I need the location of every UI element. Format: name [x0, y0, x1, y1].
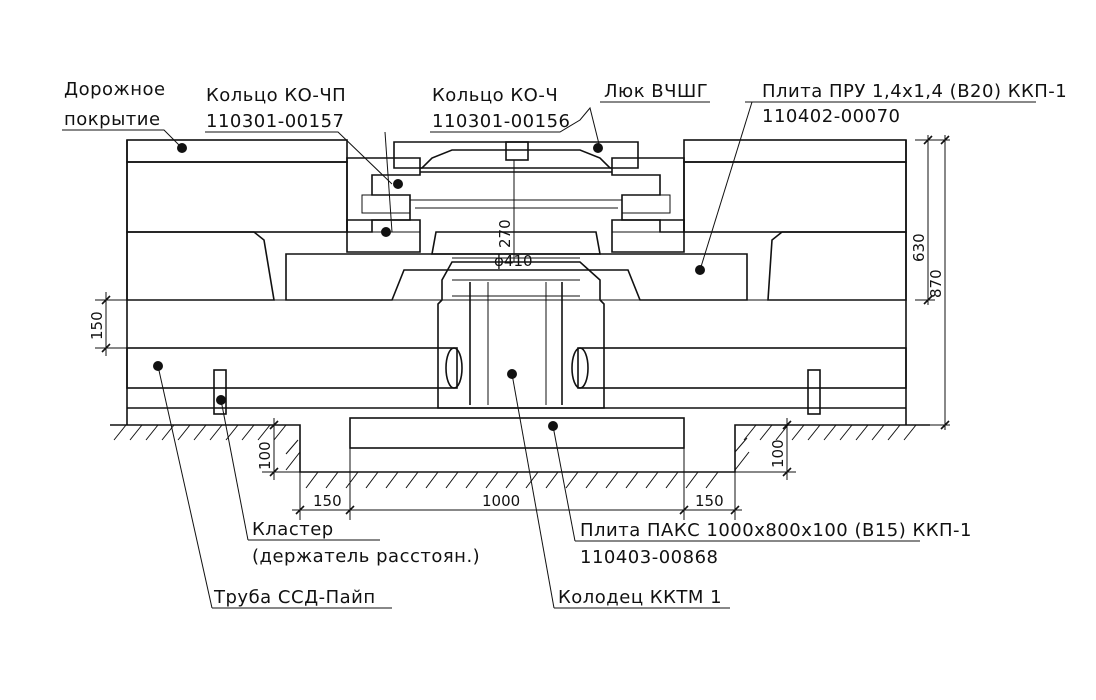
slab-paks — [349, 417, 685, 449]
dim-150-vertical: 150 — [88, 311, 106, 340]
road-surface-layer — [126, 139, 907, 163]
label-well: Колодец ККТМ 1 — [558, 587, 722, 608]
label-slab-paks: Плита ПАКС 1000х800х100 (В15) ККП-1 — [580, 520, 972, 541]
label-slab-pru-code: 110402-00070 — [762, 106, 900, 127]
label-cluster: Кластер — [252, 519, 334, 540]
dimension-text: 270 ϕ410 630 870 150 100 100 150 1000 15… — [88, 219, 945, 510]
leader-lines — [62, 101, 1036, 609]
leader-dots — [153, 143, 705, 431]
label-hatch: Люк ВЧШГ — [604, 81, 708, 102]
well-body — [437, 261, 605, 409]
label-ring-koch: Кольцо КО-Ч — [432, 85, 558, 106]
ssd-pipes — [126, 347, 907, 389]
label-slab-paks-code: 110403-00868 — [580, 547, 718, 568]
dim-1000: 1000 — [482, 492, 520, 510]
dim-150-left: 150 — [313, 492, 342, 510]
label-cluster-note: (держатель расстоян.) — [252, 546, 480, 567]
dim-630: 630 — [910, 233, 928, 262]
dim-270: 270 — [496, 219, 514, 248]
label-ring-kochp: Кольцо КО-ЧП — [206, 85, 346, 106]
labels: Дорожное покрытие Кольцо КО-ЧП 110301-00… — [64, 79, 1067, 608]
label-slab-pru: Плита ПРУ 1,4х1,4 (В20) ККП-1 — [762, 81, 1067, 102]
dim-100-left: 100 — [256, 441, 274, 470]
ground-line — [110, 424, 930, 489]
concrete-rings — [346, 157, 685, 253]
label-road-surface-1: Дорожное — [64, 79, 166, 100]
label-road-surface-2: покрытие — [64, 109, 161, 130]
cluster-spacers — [213, 369, 821, 415]
dim-d410: ϕ410 — [494, 252, 533, 270]
label-ring-koch-code: 110301-00156 — [432, 111, 570, 132]
dimension-lines — [95, 135, 950, 520]
dim-100-right: 100 — [769, 439, 787, 468]
manhole-hatch — [393, 141, 639, 169]
dim-870: 870 — [927, 269, 945, 298]
dim-150-right: 150 — [695, 492, 724, 510]
trench-outline — [126, 140, 907, 425]
label-ring-kochp-code: 110301-00157 — [206, 111, 344, 132]
label-pipe: Труба ССД-Пайп — [213, 587, 376, 608]
